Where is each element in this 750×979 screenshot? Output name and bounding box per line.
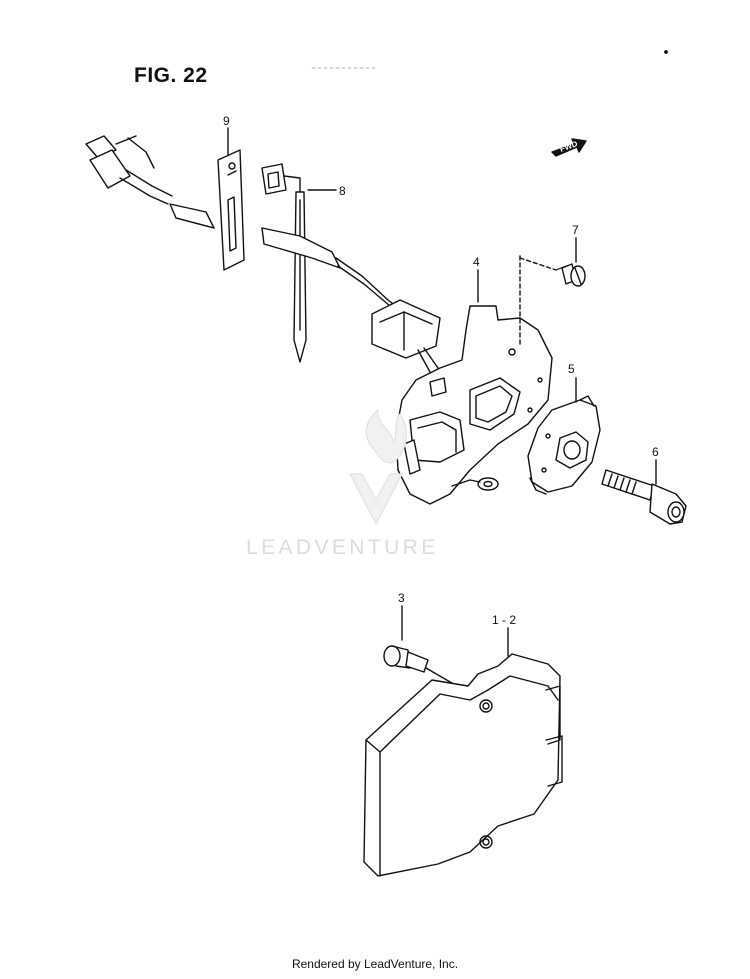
fwd-label: FWD bbox=[559, 139, 579, 154]
part-6-bolt bbox=[601, 459, 687, 525]
part-1-2-ignitor-unit bbox=[363, 627, 563, 877]
figure-title: FIG. 22 bbox=[134, 64, 208, 87]
wire-harness bbox=[85, 135, 449, 387]
part-3-screw bbox=[383, 605, 465, 691]
callout-1-2: 1 - 2 bbox=[492, 613, 517, 627]
callout-8: 8 bbox=[339, 184, 346, 198]
fwd-arrow-icon bbox=[551, 138, 587, 157]
callout-7: 7 bbox=[572, 223, 579, 237]
scan-dot bbox=[664, 50, 668, 54]
callout-3: 3 bbox=[398, 591, 405, 605]
part-5-rotor bbox=[527, 377, 601, 495]
callout-5: 5 bbox=[568, 362, 575, 376]
callout-6: 6 bbox=[652, 445, 659, 459]
callout-9: 9 bbox=[223, 114, 230, 128]
part-4-signal-generator bbox=[395, 255, 553, 505]
part-8-probe bbox=[261, 163, 337, 363]
part-9-clamp bbox=[217, 127, 245, 271]
watermark-text: LEADVENTURE bbox=[246, 536, 439, 559]
callout-4: 4 bbox=[473, 255, 480, 269]
watermark-emblem bbox=[349, 409, 407, 525]
part-7-screw bbox=[519, 237, 586, 287]
footer-credit: Rendered by LeadVenture, Inc. bbox=[291, 957, 459, 971]
